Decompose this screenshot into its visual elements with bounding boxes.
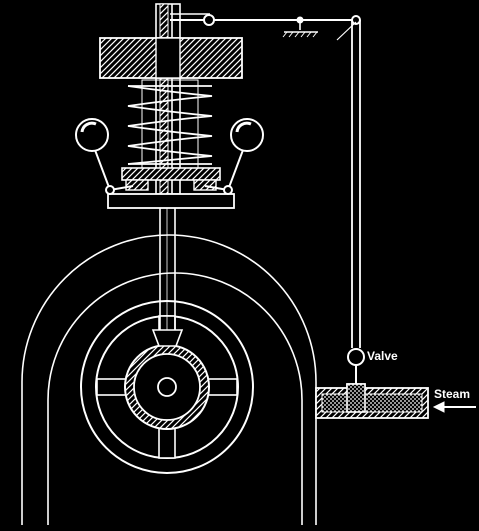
flywheel xyxy=(80,300,254,474)
steam-arrow xyxy=(432,401,476,413)
valve-label: Valve xyxy=(367,349,398,363)
axle xyxy=(157,377,177,397)
lower-crossbar xyxy=(107,193,235,209)
lever-linkage xyxy=(170,13,361,38)
flyball-left xyxy=(75,118,109,152)
steam-label: Steam xyxy=(434,387,470,401)
steam-pipe xyxy=(315,383,429,419)
drive-shaft xyxy=(151,200,184,347)
valve-rod xyxy=(336,20,361,348)
flyball-right xyxy=(230,118,264,152)
sliding-collar xyxy=(121,167,221,181)
